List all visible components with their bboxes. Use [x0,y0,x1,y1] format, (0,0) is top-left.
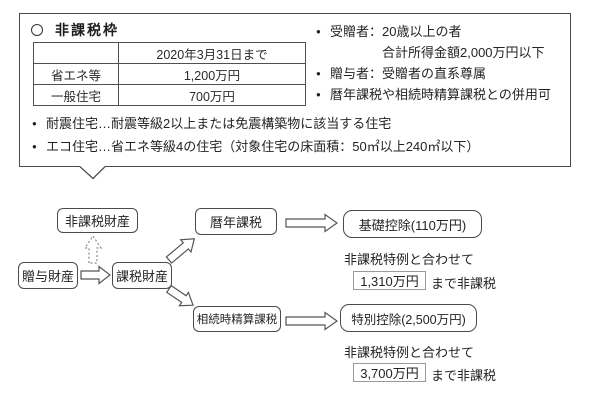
node-calendar-year-taxation: 暦年課税 [195,208,277,235]
note-text: エコ住宅…省エネ等級4の住宅（対象住宅の床面積：50㎡以上240㎡以下） [46,138,480,154]
note-earthquake-resistant: ● 耐震住宅…耐震等級2以上または免震構築物に該当する住宅 [32,113,479,136]
table-row: 一般住宅 700万円 [33,84,306,106]
arrow-taxable-to-calendar [165,238,196,264]
settlement-up-to-label: まで非課税 [431,368,497,383]
circle-marker-icon [31,24,43,36]
note-eco-housing: ● エコ住宅…省エネ等級4の住宅（対象住宅の床面積：50㎡以上240㎡以下） [32,136,479,159]
settlement-combined-intro-label: 非課税特例と合わせて [344,345,475,360]
condition-text: 贈与者：受贈者の直系尊属 [330,66,487,81]
condition-recipient: ● 受贈者：20歳以上の者 [316,21,551,42]
speech-bubble-notch [79,166,106,180]
table-header-row: 2020年3月31日まで [33,42,306,64]
condition-income-limit: 合計所得金額2,000万円以下 [382,42,551,63]
table-header-date-cell: 2020年3月31日まで [118,42,306,64]
exemption-limits-table: 2020年3月31日まで 省エネ等 1,200万円 一般住宅 700万円 [33,42,306,106]
arrow-taxable-to-settlement [165,284,194,307]
calendar-total-amount-box: 1,310万円 [353,271,426,290]
arrow-calendar-to-basic-deduction [285,213,339,233]
calendar-combined-intro-label: 非課税特例と合わせて [344,252,475,267]
row-label-general-housing: 一般住宅 [33,84,119,106]
condition-text: 暦年課税や相続時精算課税との併用可 [330,87,551,102]
node-nontaxable-property: 非課税財産 [57,208,138,233]
note-text: 耐震住宅…耐震等級2以上または免震構築物に該当する住宅 [46,116,392,131]
row-value-general-housing: 700万円 [118,84,306,106]
node-basic-deduction: 基礎控除(110万円) [343,210,482,238]
node-settlement-at-inheritance-taxation: 相続時精算課税 [193,306,281,332]
conditions-list: ● 受贈者：20歳以上の者 合計所得金額2,000万円以下 ● 贈与者：受贈者の直系… [316,21,551,105]
condition-text: 受贈者：20歳以上の者 [330,24,462,39]
node-taxable-property: 課税財産 [112,262,172,289]
bullet-icon: ● [32,141,37,151]
bullet-icon: ● [316,90,321,99]
arrow-gift-to-taxable [80,265,111,285]
arrow-settlement-to-special-deduction [285,311,339,331]
info-box-title-row: 非課税枠 [31,20,119,40]
node-special-deduction: 特別控除(2,500万円) [340,304,477,332]
node-gift-property: 贈与財産 [18,262,78,289]
condition-donor: ● 贈与者：受贈者の直系尊属 [316,63,551,84]
arrow-taxable-to-nontaxable [83,234,103,264]
settlement-total-amount-box: 3,700万円 [353,363,426,382]
bullet-icon: ● [316,27,321,36]
bullet-icon: ● [316,69,321,78]
condition-combination: ● 暦年課税や相続時精算課税との併用可 [316,84,551,105]
housing-notes-list: ● 耐震住宅…耐震等級2以上または免震構築物に該当する住宅 ● エコ住宅…省エネ等級… [32,113,479,158]
info-box-title: 非課税枠 [55,22,119,38]
condition-text: 合計所得金額2,000万円以下 [382,45,545,60]
calendar-up-to-label: まで非課税 [431,276,497,291]
exemption-info-box: 非課税枠 2020年3月31日まで 省エネ等 1,200万円 一般住宅 700万… [19,13,571,167]
bullet-icon: ● [32,119,37,128]
